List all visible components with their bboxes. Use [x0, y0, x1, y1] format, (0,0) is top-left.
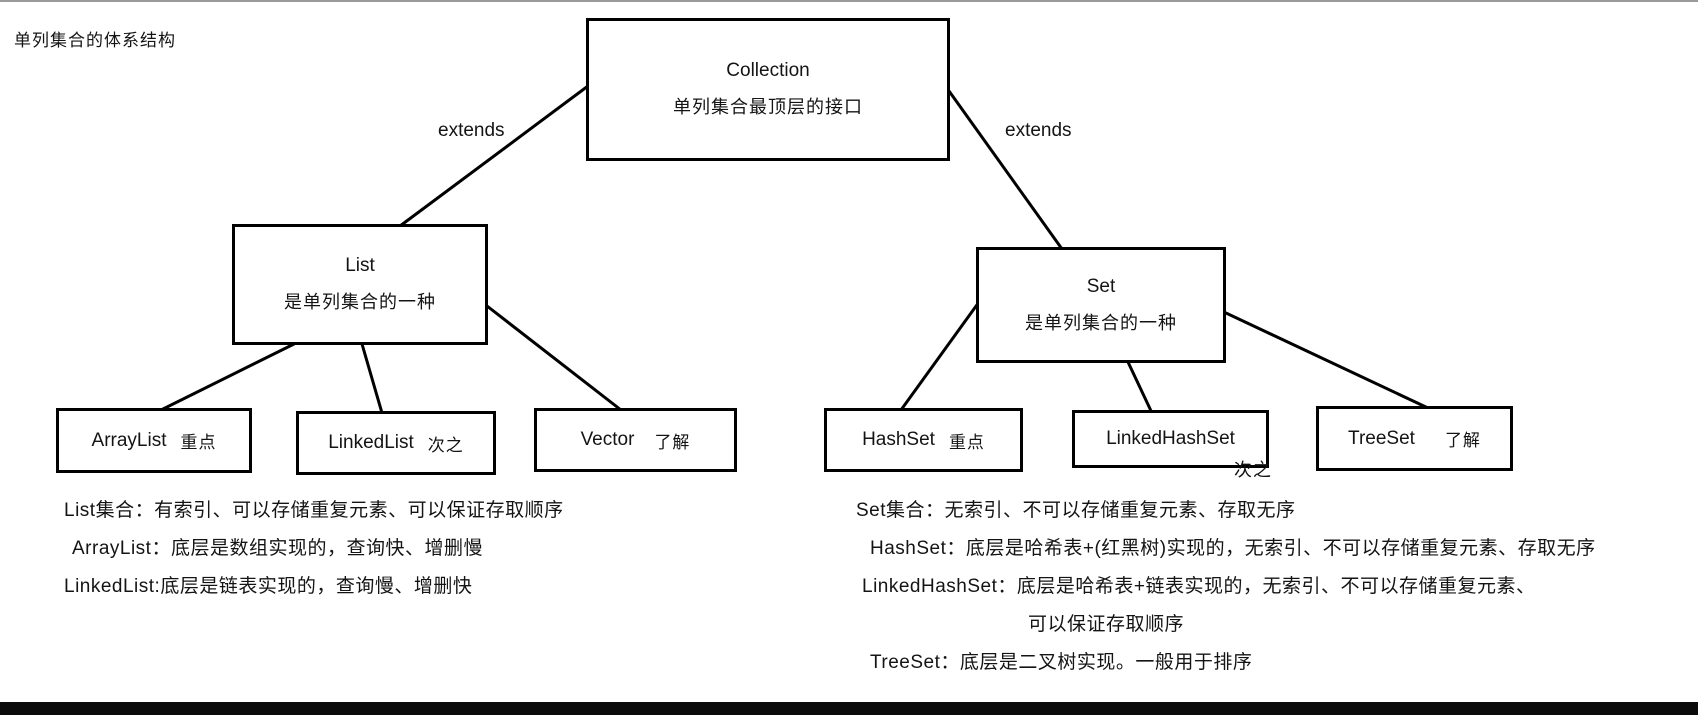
top-edge-line [0, 0, 1698, 2]
treeset-tag: 了解 [1444, 431, 1481, 450]
hashset-name: HashSet [862, 429, 935, 450]
arraylist-tag: 重点 [180, 433, 217, 452]
node-linkedhashset: LinkedHashSet [1072, 410, 1269, 468]
note-linkedhashset-detail: LinkedHashSet：底层是哈希表+链表实现的，无索引、不可以存储重复元素… [862, 576, 1536, 597]
node-linkedlist: LinkedList 次之 [296, 411, 496, 475]
notes-list-group: List集合：有索引、可以存储重复元素、可以保证存取顺序 ArrayList：底… [58, 492, 564, 606]
set-desc: 是单列集合的一种 [1025, 312, 1177, 333]
node-hashset: HashSet 重点 [824, 408, 1023, 472]
edge-set-treeset [1224, 311, 1430, 410]
edge-list-arraylist [159, 342, 296, 412]
node-set: Set 是单列集合的一种 [976, 247, 1226, 363]
vector-tag: 了解 [654, 432, 691, 452]
vector-name: Vector [580, 429, 635, 450]
note-arraylist-detail: ArrayList：底层是数组实现的，查询快、增删慢 [72, 538, 483, 559]
linkedhashset-tag: 次之 [1234, 460, 1272, 480]
extends-label-right: extends [1005, 120, 1072, 141]
note-set-summary: Set集合：无索引、不可以存储重复元素、存取无序 [856, 500, 1296, 521]
node-arraylist: ArrayList 重点 [56, 408, 252, 473]
arraylist-name: ArrayList [91, 429, 167, 451]
edge-list-vector [485, 304, 623, 412]
node-collection: Collection 单列集合最顶层的接口 [586, 18, 950, 161]
notes-set-group: Set集合：无索引、不可以存储重复元素、存取无序 HashSet：底层是哈希表+… [856, 492, 1596, 682]
linkedhashset-name: LinkedHashSet [1106, 428, 1235, 449]
edge-list-linkedlist [360, 342, 384, 415]
set-name: Set [1086, 275, 1116, 297]
note-hashset-detail: HashSet：底层是哈希表+(红黑树)实现的，无索引、不可以存储重复元素、存取… [870, 538, 1596, 559]
extends-label-left: extends [438, 120, 505, 141]
note-linkedhashset-detail-2: 可以保证存取顺序 [1028, 614, 1185, 635]
note-linkedlist-detail: LinkedList:底层是链表实现的，查询慢、增删快 [64, 576, 473, 597]
note-treeset-detail: TreeSet：底层是二叉树实现。一般用于排序 [870, 652, 1253, 673]
page-title: 单列集合的体系结构 [14, 31, 176, 50]
edge-collection-list [398, 84, 590, 228]
linkedlist-tag: 次之 [427, 435, 464, 455]
linkedlist-name: LinkedList [328, 432, 414, 453]
node-vector: Vector 了解 [534, 408, 737, 472]
node-treeset: TreeSet 了解 [1316, 406, 1513, 471]
edge-collection-set [947, 89, 1064, 251]
hashset-tag: 重点 [948, 432, 985, 452]
note-list-summary: List集合：有索引、可以存储重复元素、可以保证存取顺序 [64, 500, 564, 521]
edge-set-hashset [899, 300, 981, 412]
collection-name: Collection [726, 60, 810, 81]
bottom-black-bar [0, 702, 1698, 715]
treeset-name: TreeSet [1348, 427, 1415, 449]
node-list: List 是单列集合的一种 [232, 224, 488, 345]
list-desc: 是单列集合的一种 [284, 292, 436, 312]
collection-desc: 单列集合最顶层的接口 [673, 97, 863, 117]
list-name: List [345, 255, 375, 276]
edge-set-linkedhashset [1126, 360, 1154, 415]
